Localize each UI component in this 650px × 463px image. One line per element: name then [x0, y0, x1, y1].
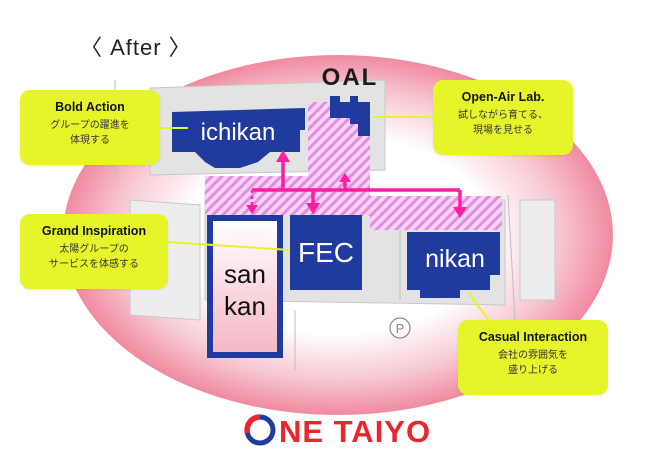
- nikan-building: [407, 232, 500, 298]
- one-taiyo-logo: O NE TAIYO: [244, 414, 431, 449]
- callout-title: Open-Air Lab.: [461, 90, 545, 104]
- page-title: 〈 After 〉: [80, 35, 192, 60]
- callout-text-line2: 現場を見せる: [473, 125, 533, 136]
- sankan-label-line1: san: [224, 259, 266, 289]
- nikan-label: nikan: [425, 245, 485, 273]
- parking-icon: [389, 317, 411, 339]
- ichikan-building: [172, 108, 305, 168]
- callout-text-line2: 体現する: [70, 135, 110, 146]
- ichikan-label: ichikan: [201, 119, 276, 146]
- callout-title: Bold Action: [55, 100, 125, 114]
- oal-label: OAL: [322, 64, 379, 91]
- callout-casual-interaction: Casual Interaction 会社の雰囲気を 盛り上げる: [458, 320, 608, 395]
- oal-building: [330, 96, 370, 136]
- fec-building: [290, 215, 362, 290]
- logo-o-accent: [244, 414, 261, 434]
- callout-title: Casual Interaction: [478, 330, 588, 344]
- arrow-heads: [246, 150, 467, 218]
- logo-o-text: O: [260, 429, 261, 431]
- logo-text: NE TAIYO: [279, 414, 431, 449]
- callout-text-line2: 盛り上げる: [508, 365, 558, 376]
- callout-text-line1: グループの躍進を: [50, 120, 130, 131]
- callout-open-air-lab: Open-Air Lab. 試しながら育てる、 現場を見せる: [433, 80, 573, 155]
- callout-text-line1: 試しながら育てる、: [458, 110, 548, 121]
- fec-label: FEC: [298, 237, 354, 268]
- callout-text-line2: サービスを体感する: [49, 259, 139, 270]
- sankan-label-line2: kan: [224, 291, 266, 321]
- callout-text-line1: 会社の雰囲気を: [498, 350, 568, 361]
- callout-connectors: [160, 116, 493, 326]
- callout-title: Grand Inspiration: [41, 224, 147, 238]
- callout-text-line1: 太陽グループの: [59, 244, 129, 255]
- callout-bold-action: Bold Action グループの躍進を 体現する: [20, 90, 160, 165]
- parking-label: P: [396, 321, 405, 336]
- callout-grand-inspiration: Grand Inspiration 太陽グループの サービスを体感する: [20, 214, 168, 289]
